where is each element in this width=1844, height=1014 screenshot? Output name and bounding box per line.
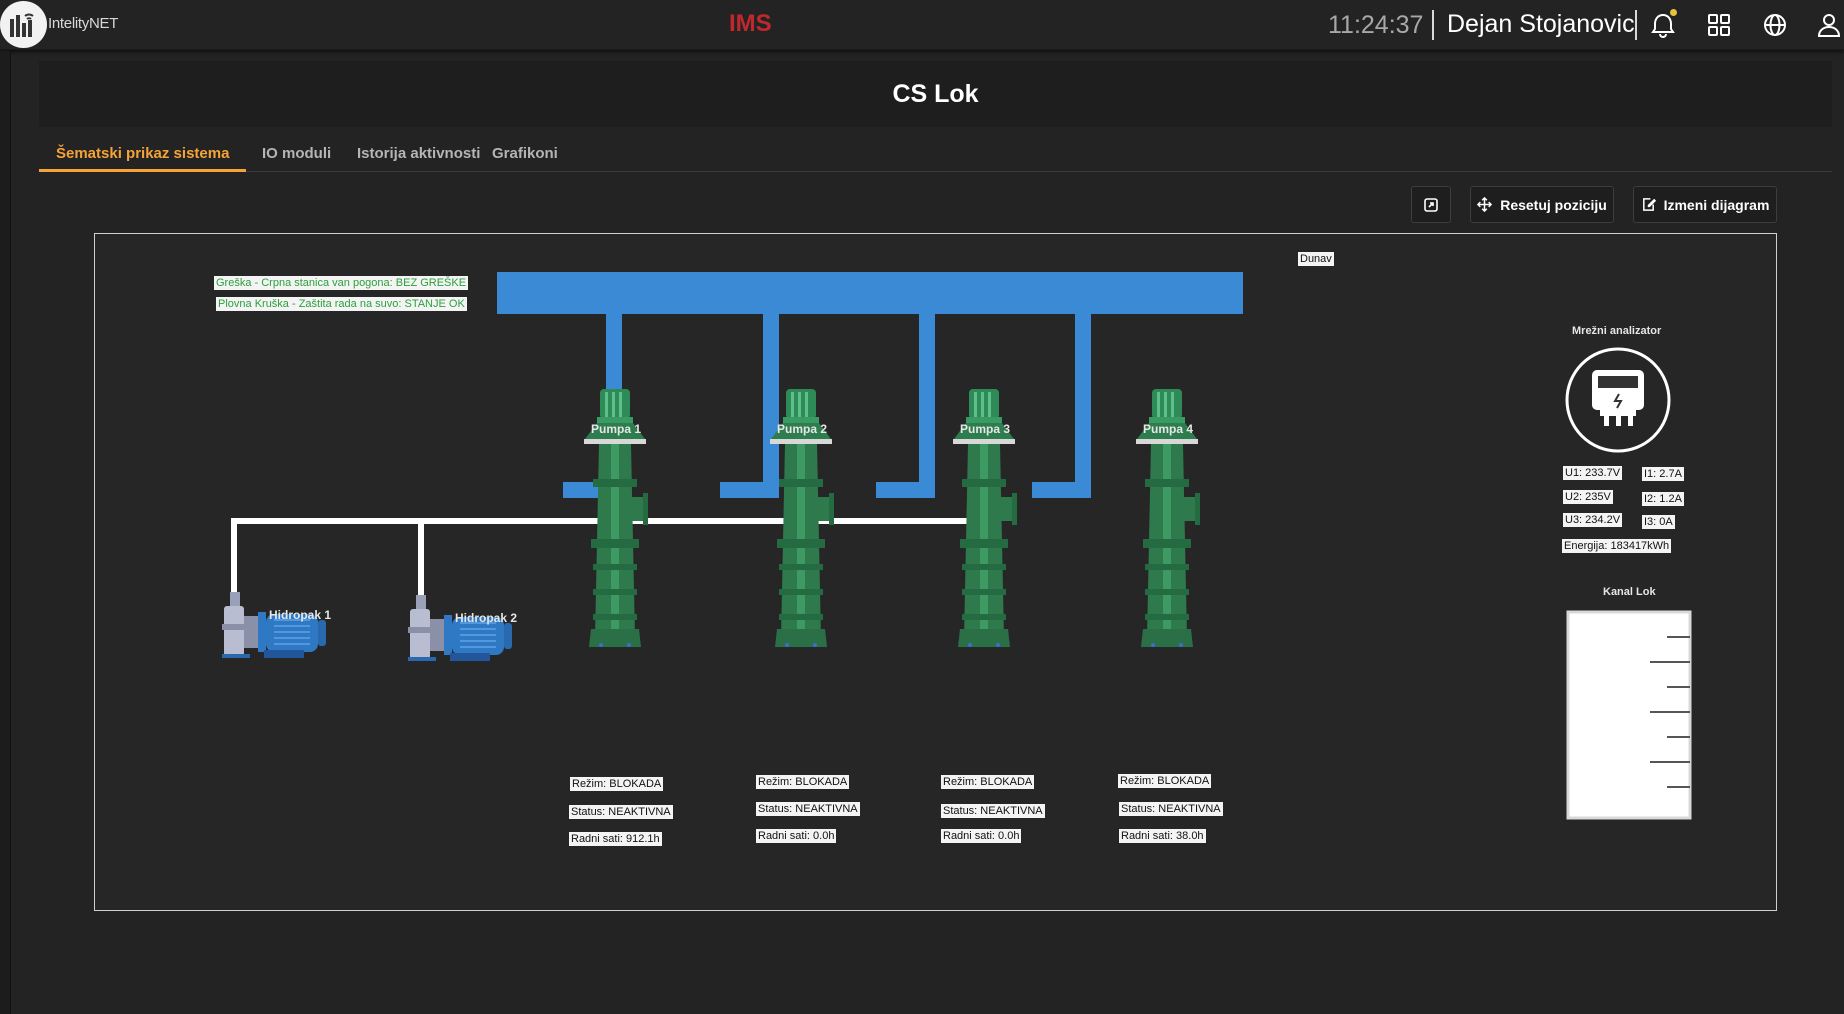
hydropack-2-name: Hidropak 2 bbox=[455, 611, 518, 625]
reset-position-label: Resetuj poziciju bbox=[1500, 196, 1607, 213]
pump-3-name: Pumpa 3 bbox=[960, 422, 1011, 436]
analyzer-energy: Energija: 183417kWh bbox=[1562, 539, 1672, 553]
analyzer-i2: I2: 1.2A bbox=[1642, 492, 1684, 506]
user-name[interactable]: Dejan Stojanovic bbox=[1447, 10, 1635, 38]
analyzer-title: Mrežni analizator bbox=[1572, 325, 1662, 337]
divider bbox=[1635, 10, 1637, 40]
pump-3-mode: Režim: BLOKADA bbox=[941, 775, 1035, 789]
page-header: CS Lok bbox=[39, 61, 1832, 127]
globe-icon[interactable] bbox=[1760, 10, 1790, 40]
bars-chart-icon[interactable] bbox=[0, 1, 47, 48]
fullscreen-button[interactable] bbox=[1411, 186, 1451, 223]
alarm-dry-run: Plovna Kruška - Zaštita rada na suvo: ST… bbox=[216, 297, 467, 311]
analyzer-i3: I3: 0A bbox=[1642, 515, 1675, 529]
sidebar-rail bbox=[0, 51, 11, 1014]
meter-icon bbox=[1565, 347, 1671, 453]
pump-2-status: Status: NEAKTIVNA bbox=[756, 802, 860, 816]
pump-1-name: Pumpa 1 bbox=[591, 422, 642, 436]
bell-icon[interactable] bbox=[1648, 10, 1678, 40]
pump-3-hours: Radni sati: 0.0h bbox=[941, 829, 1022, 843]
user-icon[interactable] bbox=[1814, 10, 1844, 40]
edit-icon bbox=[1642, 198, 1656, 211]
notification-badge bbox=[1670, 9, 1677, 16]
pump-4-name: Pumpa 4 bbox=[1143, 422, 1194, 436]
reset-position-button[interactable]: Resetuj poziciju bbox=[1470, 186, 1614, 223]
apps-grid-icon[interactable] bbox=[1704, 10, 1734, 40]
tab-charts[interactable]: Grafikoni bbox=[492, 145, 558, 162]
pump-2-mode: Režim: BLOKADA bbox=[756, 775, 850, 789]
analyzer-u1: U1: 233.7V bbox=[1563, 466, 1623, 480]
schematic-diagram bbox=[221, 272, 1692, 820]
analyzer-u2: U2: 235V bbox=[1563, 490, 1613, 504]
schematic-canvas[interactable]: Greška - Crpna stanica van pogona: BEZ G… bbox=[94, 233, 1777, 911]
pump-2-name: Pumpa 2 bbox=[777, 422, 828, 436]
pump-4-status: Status: NEAKTIVNA bbox=[1119, 802, 1223, 816]
top-bar: IntelityNET IMS 11:24:37 Dejan Stojanovi… bbox=[0, 0, 1844, 50]
pump-1-hours: Radni sati: 912.1h bbox=[569, 832, 662, 846]
pump-4-hours: Radni sati: 38.0h bbox=[1119, 829, 1206, 843]
page-title: CS Lok bbox=[892, 80, 979, 108]
pump-4-mode: Režim: BLOKADA bbox=[1118, 774, 1212, 788]
divider bbox=[1432, 10, 1434, 40]
analyzer-u3: U3: 234.2V bbox=[1563, 513, 1623, 527]
logo-text: IntelityNET bbox=[48, 15, 119, 32]
app-title: IMS bbox=[729, 10, 772, 37]
pump-2-hours: Radni sati: 0.0h bbox=[756, 829, 837, 843]
river-label: Dunav bbox=[1298, 252, 1334, 266]
pump-1-mode: Režim: BLOKADA bbox=[570, 777, 664, 791]
pump-3-status: Status: NEAKTIVNA bbox=[941, 804, 1045, 818]
expand-icon bbox=[1424, 197, 1438, 212]
alarm-station: Greška - Crpna stanica van pogona: BEZ G… bbox=[214, 276, 469, 290]
tab-io-modules[interactable]: IO moduli bbox=[262, 145, 332, 162]
tab-schematic[interactable]: Šematski prikaz sistema bbox=[39, 136, 247, 172]
clock: 11:24:37 bbox=[1328, 11, 1424, 39]
hydropack-1-name: Hidropak 1 bbox=[269, 608, 332, 622]
move-icon bbox=[1477, 197, 1493, 212]
edit-diagram-label: Izmeni dijagram bbox=[1663, 196, 1770, 213]
channel-title: Kanal Lok bbox=[1603, 586, 1656, 598]
tab-activity-history[interactable]: Istorija aktivnosti bbox=[357, 145, 481, 162]
edit-diagram-button[interactable]: Izmeni dijagram bbox=[1633, 186, 1777, 223]
pump-1-status: Status: NEAKTIVNA bbox=[569, 805, 673, 819]
tab-bar: Šematski prikaz sistema IO moduli Istori… bbox=[39, 136, 1832, 172]
analyzer-i1: I1: 2.7A bbox=[1642, 467, 1684, 481]
